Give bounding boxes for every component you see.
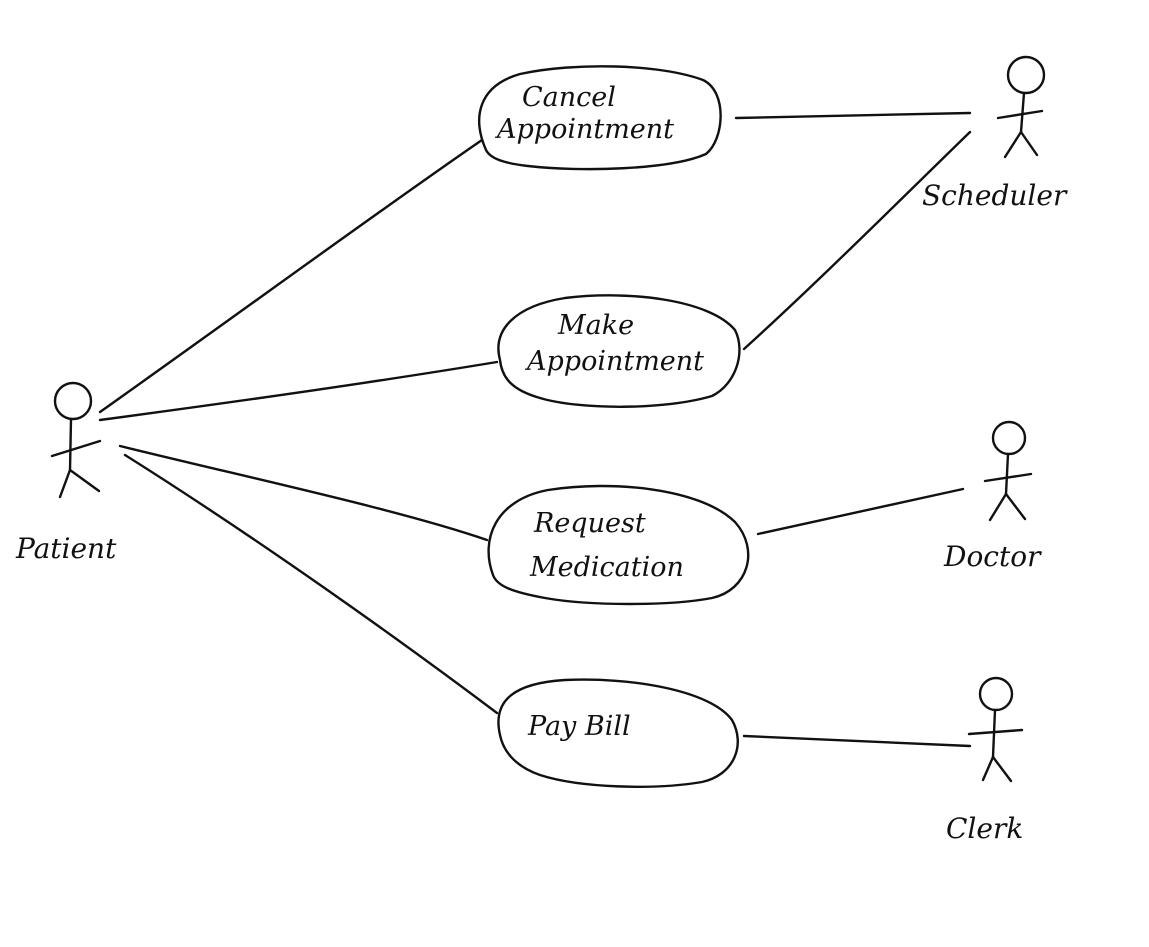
actor-label: Doctor [943, 540, 1042, 573]
use-case-label-line2: Appointment [524, 346, 704, 377]
use-case-cancel-appointment: Cancel Appointment [478, 65, 722, 171]
actor-patient: Patient [15, 381, 117, 565]
use-case-request-medication: Request Medication [487, 484, 750, 606]
actor-label: Clerk [946, 812, 1023, 845]
association-patient-make-appointment [98, 360, 499, 422]
stick-figure-icon [50, 381, 102, 499]
actor-label: Patient [15, 532, 117, 565]
use-case-make-appointment: Make Appointment [497, 294, 741, 408]
use-case-ellipse [478, 65, 722, 171]
actor-clerk: Clerk [946, 676, 1024, 845]
association-cancel-appointment-scheduler [734, 111, 972, 120]
use-case-ellipse [497, 294, 741, 408]
association-pay-bill-clerk [742, 734, 972, 748]
use-case-label-line2: Appointment [494, 114, 674, 145]
use-case-pay-bill: Pay Bill [497, 678, 739, 788]
use-case-label-line1: Make [557, 310, 634, 341]
actor-scheduler: Scheduler [922, 55, 1068, 212]
stick-figure-icon [996, 55, 1046, 159]
use-case-label-line1: Pay Bill [527, 711, 631, 742]
use-case-label-line1: Request [533, 508, 646, 539]
association-patient-cancel-appointment [98, 138, 484, 414]
actor-doctor: Doctor [943, 420, 1042, 573]
association-patient-request-medication [118, 444, 489, 542]
association-make-appointment-scheduler [742, 130, 972, 351]
use-case-ellipse [497, 678, 739, 788]
association-request-medication-doctor [756, 487, 965, 536]
use-case-label-line2: Medication [529, 552, 684, 583]
use-case-ellipse [487, 484, 750, 606]
use-case-label-line1: Cancel [522, 82, 616, 113]
association-patient-pay-bill [123, 453, 499, 715]
stick-figure-icon [983, 420, 1033, 522]
associations [98, 111, 972, 748]
stick-figure-icon [967, 676, 1024, 783]
actor-label: Scheduler [922, 179, 1068, 212]
